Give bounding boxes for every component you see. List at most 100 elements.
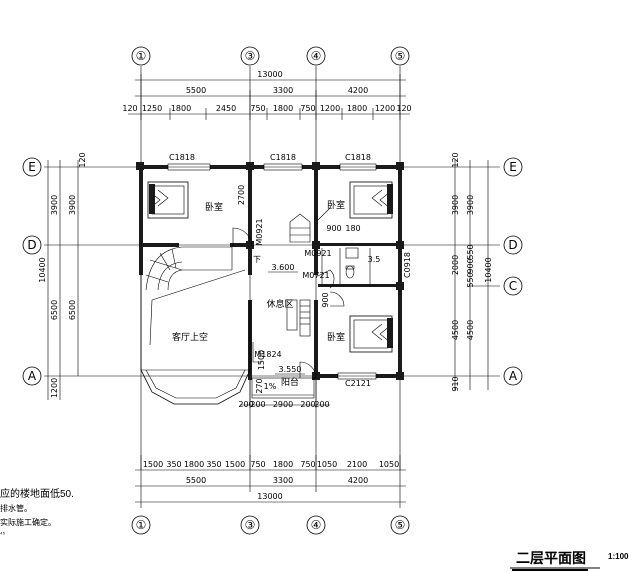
svg-text:1200: 1200 bbox=[320, 104, 340, 113]
svg-text:1050: 1050 bbox=[317, 460, 337, 469]
axis-label: ⑤ bbox=[395, 518, 406, 532]
svg-text:3300: 3300 bbox=[273, 86, 293, 95]
svg-text:2000: 2000 bbox=[451, 255, 460, 275]
svg-text:750: 750 bbox=[250, 104, 265, 113]
svg-text:900: 900 bbox=[466, 258, 475, 273]
living-void-bay bbox=[140, 269, 251, 405]
svg-text:10400: 10400 bbox=[38, 257, 47, 282]
svg-text:C2121: C2121 bbox=[345, 379, 371, 388]
bathroom-fixtures bbox=[321, 247, 371, 284]
balcony bbox=[240, 377, 330, 408]
svg-text:900: 900 bbox=[321, 292, 330, 307]
svg-text:1500: 1500 bbox=[257, 350, 266, 370]
note-line: 实际施工确定。 bbox=[0, 518, 56, 527]
svg-text:4200: 4200 bbox=[348, 86, 368, 95]
level-35: 3.5 bbox=[368, 255, 381, 264]
svg-text:550: 550 bbox=[466, 244, 475, 259]
svg-text:3900: 3900 bbox=[466, 195, 475, 215]
windows bbox=[167, 163, 377, 380]
svg-text:10400: 10400 bbox=[484, 257, 493, 282]
svg-text:350: 350 bbox=[166, 460, 181, 469]
svg-text:1200: 1200 bbox=[50, 378, 59, 398]
down-label: 下 bbox=[253, 255, 261, 264]
walls bbox=[136, 162, 404, 380]
svg-text:900: 900 bbox=[326, 224, 341, 233]
axis-label: ③ bbox=[245, 518, 256, 532]
left-axis-markers: E D A bbox=[22, 157, 42, 386]
svg-text:120: 120 bbox=[122, 104, 137, 113]
svg-text:120: 120 bbox=[396, 104, 411, 113]
svg-text:1800: 1800 bbox=[273, 460, 293, 469]
svg-text:M0921: M0921 bbox=[304, 249, 331, 258]
note-line: ⁴⁵ bbox=[0, 532, 6, 538]
svg-text:550: 550 bbox=[466, 272, 475, 287]
axis-label: ① bbox=[136, 49, 147, 63]
note-line: 排水管。 bbox=[0, 504, 32, 513]
svg-text:1250: 1250 bbox=[142, 104, 162, 113]
svg-text:E: E bbox=[509, 160, 517, 174]
svg-text:C1818: C1818 bbox=[345, 153, 371, 162]
axis-label: ① bbox=[136, 518, 147, 532]
note-line: 应的楼地面低50. bbox=[0, 489, 74, 500]
svg-text:2700: 2700 bbox=[237, 185, 246, 205]
svg-text:750: 750 bbox=[300, 104, 315, 113]
svg-text:200: 200 bbox=[314, 400, 329, 409]
door-swings bbox=[232, 207, 345, 379]
drawing-title: 二层平面图 bbox=[512, 548, 588, 571]
svg-text:750: 750 bbox=[300, 460, 315, 469]
spiral-stair bbox=[145, 246, 233, 291]
svg-text:E: E bbox=[28, 160, 36, 174]
opening-tags: C1818 C1818 C1818 M0921 M0921 M0721 C091… bbox=[169, 153, 412, 409]
svg-text:120: 120 bbox=[78, 152, 87, 167]
svg-text:3900: 3900 bbox=[68, 195, 77, 215]
svg-text:3900: 3900 bbox=[451, 195, 460, 215]
svg-text:1800: 1800 bbox=[184, 460, 204, 469]
svg-text:4500: 4500 bbox=[466, 320, 475, 340]
svg-text:5500: 5500 bbox=[186, 476, 206, 485]
svg-text:1500: 1500 bbox=[143, 460, 163, 469]
svg-text:A: A bbox=[509, 369, 518, 383]
room-label-bedroom-right-top: 卧室 bbox=[327, 199, 345, 211]
notes: 应的楼地面低50. 排水管。 实际施工确定。 ⁴⁵ bbox=[0, 488, 74, 540]
svg-text:C: C bbox=[509, 279, 517, 293]
bed-right-top bbox=[349, 181, 393, 219]
axis-label: ④ bbox=[311, 49, 322, 63]
svg-text:2100: 2100 bbox=[347, 460, 367, 469]
svg-text:1500: 1500 bbox=[225, 460, 245, 469]
svg-text:M0921: M0921 bbox=[255, 218, 264, 245]
bottom-axis-markers: ① ③ ④ ⑤ bbox=[131, 515, 410, 535]
svg-text:4500: 4500 bbox=[451, 320, 460, 340]
room-labels: 卧室 卧室 卧室 休息区 客厅上空 阳台 3.600 3.550 3.5 1% … bbox=[172, 199, 380, 391]
svg-text:4200: 4200 bbox=[348, 476, 368, 485]
top-axis-markers: ① ③ ④ ⑤ bbox=[131, 46, 410, 66]
svg-text:350: 350 bbox=[206, 460, 221, 469]
svg-text:3900: 3900 bbox=[50, 195, 59, 215]
svg-text:5500: 5500 bbox=[186, 86, 206, 95]
svg-text:1800: 1800 bbox=[347, 104, 367, 113]
svg-text:750: 750 bbox=[250, 460, 265, 469]
svg-text:1800: 1800 bbox=[273, 104, 293, 113]
right-dimensions: 3900 2000 4500 910 3900 550 900 550 4500… bbox=[451, 152, 493, 391]
svg-text:3300: 3300 bbox=[273, 476, 293, 485]
svg-text:13000: 13000 bbox=[257, 70, 282, 79]
svg-text:C1818: C1818 bbox=[169, 153, 195, 162]
svg-text:M0721: M0721 bbox=[302, 271, 329, 280]
svg-text:D: D bbox=[508, 238, 517, 252]
svg-text:D: D bbox=[27, 238, 36, 252]
level-3550: 3.550 bbox=[279, 365, 302, 374]
axis-label: ③ bbox=[245, 49, 256, 63]
svg-text:2450: 2450 bbox=[216, 104, 236, 113]
svg-text:200: 200 bbox=[300, 400, 315, 409]
axis-label: ④ bbox=[311, 518, 322, 532]
svg-text:M1824: M1824 bbox=[254, 350, 281, 359]
left-dimensions: 3900 6500 1200 10400 3900 6500 120 bbox=[38, 152, 87, 400]
svg-text:6500: 6500 bbox=[50, 300, 59, 320]
svg-text:1200: 1200 bbox=[375, 104, 395, 113]
svg-text:2900: 2900 bbox=[273, 400, 293, 409]
svg-text:6500: 6500 bbox=[68, 300, 77, 320]
svg-text:C1818: C1818 bbox=[270, 153, 296, 162]
top-dimensions: 13000 5500 3300 4200 120 1250 1800 2450 … bbox=[122, 70, 412, 120]
right-axis-markers: E D C A bbox=[503, 157, 523, 386]
room-label-bedroom-left: 卧室 bbox=[205, 201, 223, 213]
